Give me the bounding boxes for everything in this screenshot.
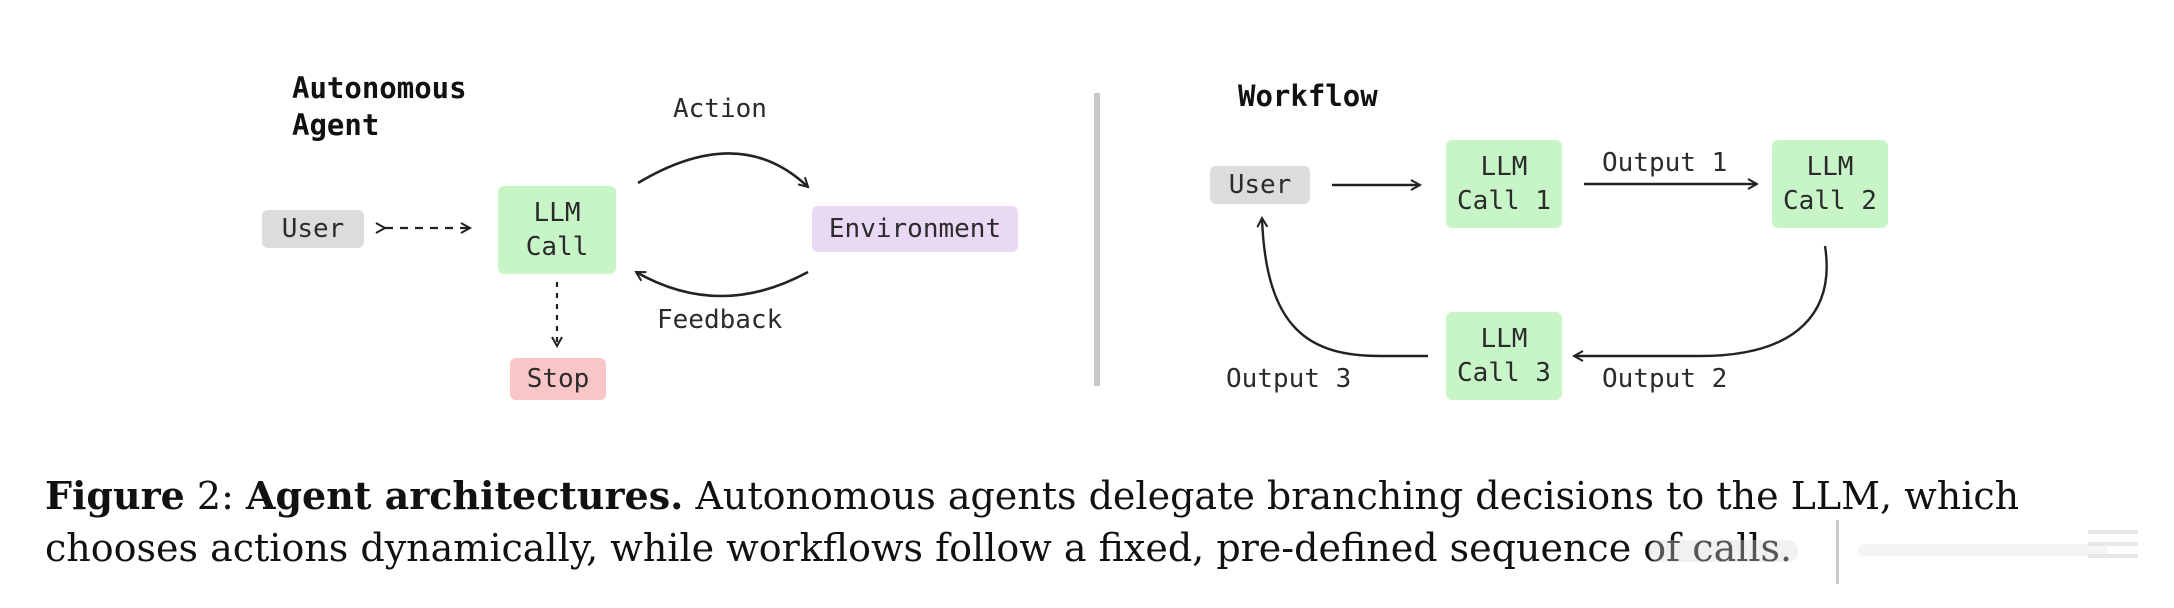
- stop-node: Stop: [510, 358, 606, 400]
- call2-to-call3-arrow: [1574, 245, 1828, 356]
- output-1-label: Output 1: [1602, 148, 1728, 178]
- workflow-heading: Workflow: [1238, 79, 1378, 113]
- action-arrow: [637, 152, 808, 187]
- caption-title: Agent architectures.: [245, 473, 684, 518]
- action-label: Action: [673, 94, 767, 124]
- llm-call-2-node: LLM Call 2: [1772, 140, 1888, 228]
- autonomous-agent-heading: Autonomous Agent: [292, 71, 467, 142]
- output-3-label: Output 3: [1226, 364, 1352, 394]
- environment-node: Environment: [812, 206, 1018, 252]
- caption-figure-number: 2:: [196, 474, 234, 518]
- figure-caption: Figure 2: Agent architectures. Autonomou…: [45, 470, 2135, 574]
- watermark-graphic: [1648, 520, 2138, 584]
- panel-divider: [1094, 93, 1100, 386]
- workflow-user-node: User: [1210, 166, 1310, 204]
- feedback-arrow: [636, 270, 809, 298]
- llm-call-3-node: LLM Call 3: [1446, 312, 1562, 400]
- call3-to-user-arrow: [1262, 218, 1428, 358]
- caption-text: Autonomous agents delegate branching dec…: [45, 474, 2020, 570]
- caption-figure-label: Figure: [45, 473, 185, 518]
- feedback-label: Feedback: [657, 305, 783, 335]
- llm-call-1-node: LLM Call 1: [1446, 140, 1562, 228]
- output-2-label: Output 2: [1602, 364, 1728, 394]
- agent-llm-call-node: LLM Call: [498, 186, 616, 274]
- agent-user-node: User: [262, 210, 364, 248]
- diagram-arrows: [0, 152, 1828, 460]
